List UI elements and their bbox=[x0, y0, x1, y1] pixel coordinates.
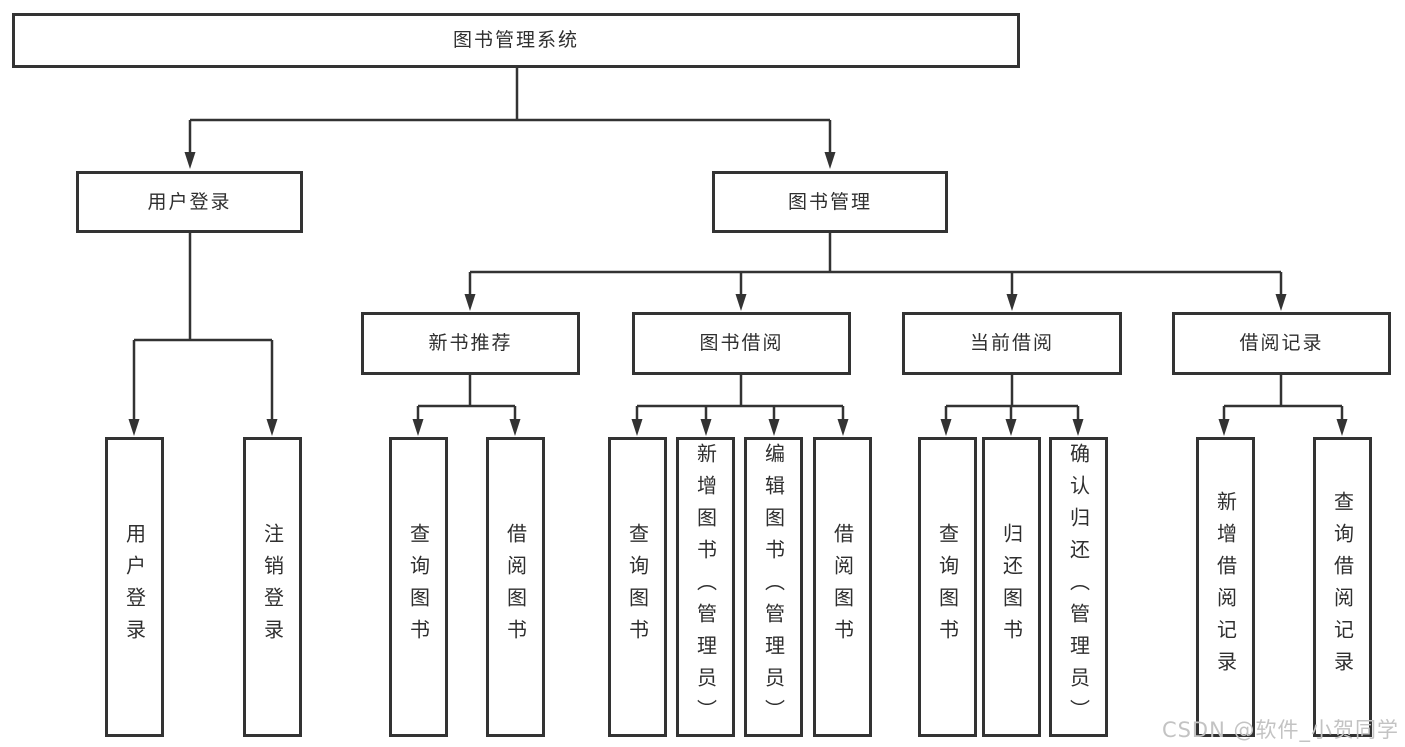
leaf-borrow-books: 借阅图书 bbox=[813, 437, 872, 737]
arrow-down-icon bbox=[700, 419, 712, 436]
node-label: 查询图书 bbox=[935, 523, 960, 651]
arrowheads bbox=[128, 152, 1348, 436]
node-label: 借阅图书 bbox=[830, 523, 855, 651]
leaf-confirm-return-admin: 确认归还（管理员） bbox=[1049, 437, 1108, 737]
arrow-down-icon bbox=[412, 419, 424, 436]
arrow-down-icon bbox=[1005, 419, 1017, 436]
leaf-query-borrow-record: 查询借阅记录 bbox=[1313, 437, 1372, 737]
node-label: 新书推荐 bbox=[428, 332, 513, 355]
node-label: 图书管理系统 bbox=[452, 29, 579, 52]
csdn-watermark: CSDN @软件_小贺同学 bbox=[1161, 718, 1399, 742]
node-book-borrowing: 图书借阅 bbox=[632, 312, 851, 375]
node-label: 用户登录 bbox=[147, 190, 232, 213]
node-label: 注销登录 bbox=[260, 523, 285, 651]
arrow-down-icon bbox=[1275, 294, 1287, 311]
leaf-add-borrow-record: 新增借阅记录 bbox=[1196, 437, 1255, 737]
arrow-down-icon bbox=[464, 294, 476, 311]
node-label: 借阅图书 bbox=[503, 523, 528, 651]
leaf-return-books: 归还图书 bbox=[982, 437, 1041, 737]
arrow-down-icon bbox=[837, 419, 849, 436]
leaf-user-login: 用户登录 bbox=[105, 437, 164, 737]
arrow-down-icon bbox=[128, 419, 140, 436]
node-borrowing-records: 借阅记录 bbox=[1172, 312, 1391, 375]
arrow-down-icon bbox=[1072, 419, 1084, 436]
node-label: 当前借阅 bbox=[969, 332, 1054, 355]
node-current-borrowing: 当前借阅 bbox=[902, 312, 1122, 375]
node-book-management: 图书管理 bbox=[712, 171, 948, 233]
node-label: 图书管理 bbox=[787, 190, 872, 213]
node-label: 新增图书（管理员） bbox=[693, 443, 718, 731]
node-label: 借阅记录 bbox=[1239, 332, 1324, 355]
leaf-query-books-recommend: 查询图书 bbox=[389, 437, 448, 737]
node-label: 查询图书 bbox=[625, 523, 650, 651]
leaf-add-book-admin: 新增图书（管理员） bbox=[676, 437, 735, 737]
arrow-down-icon bbox=[266, 419, 278, 436]
node-label: 用户登录 bbox=[122, 523, 147, 651]
node-new-book-recommendation: 新书推荐 bbox=[361, 312, 580, 375]
leaf-edit-book-admin: 编辑图书（管理员） bbox=[744, 437, 803, 737]
arrow-down-icon bbox=[1218, 419, 1230, 436]
node-label: 编辑图书（管理员） bbox=[761, 443, 786, 731]
arrow-down-icon bbox=[768, 419, 780, 436]
leaf-query-books-current: 查询图书 bbox=[918, 437, 977, 737]
node-label: 确认归还（管理员） bbox=[1066, 443, 1091, 731]
leaf-logout: 注销登录 bbox=[243, 437, 302, 737]
tree-edges bbox=[132, 68, 1344, 421]
node-library-management-system: 图书管理系统 bbox=[12, 13, 1020, 68]
leaf-borrow-books-recommend: 借阅图书 bbox=[486, 437, 545, 737]
arrow-down-icon bbox=[509, 419, 521, 436]
arrow-down-icon bbox=[824, 152, 836, 169]
node-user-login: 用户登录 bbox=[76, 171, 303, 233]
arrow-down-icon bbox=[184, 152, 196, 169]
leaf-query-books-borrow: 查询图书 bbox=[608, 437, 667, 737]
node-label: 图书借阅 bbox=[699, 332, 784, 355]
arrow-down-icon bbox=[1006, 294, 1018, 311]
node-label: 查询图书 bbox=[406, 523, 431, 651]
node-label: 归还图书 bbox=[999, 523, 1024, 651]
arrow-down-icon bbox=[940, 419, 952, 436]
arrow-down-icon bbox=[1336, 419, 1348, 436]
arrow-down-icon bbox=[735, 294, 747, 311]
node-label: 新增借阅记录 bbox=[1213, 491, 1238, 683]
arrow-down-icon bbox=[631, 419, 643, 436]
node-label: 查询借阅记录 bbox=[1330, 491, 1355, 683]
